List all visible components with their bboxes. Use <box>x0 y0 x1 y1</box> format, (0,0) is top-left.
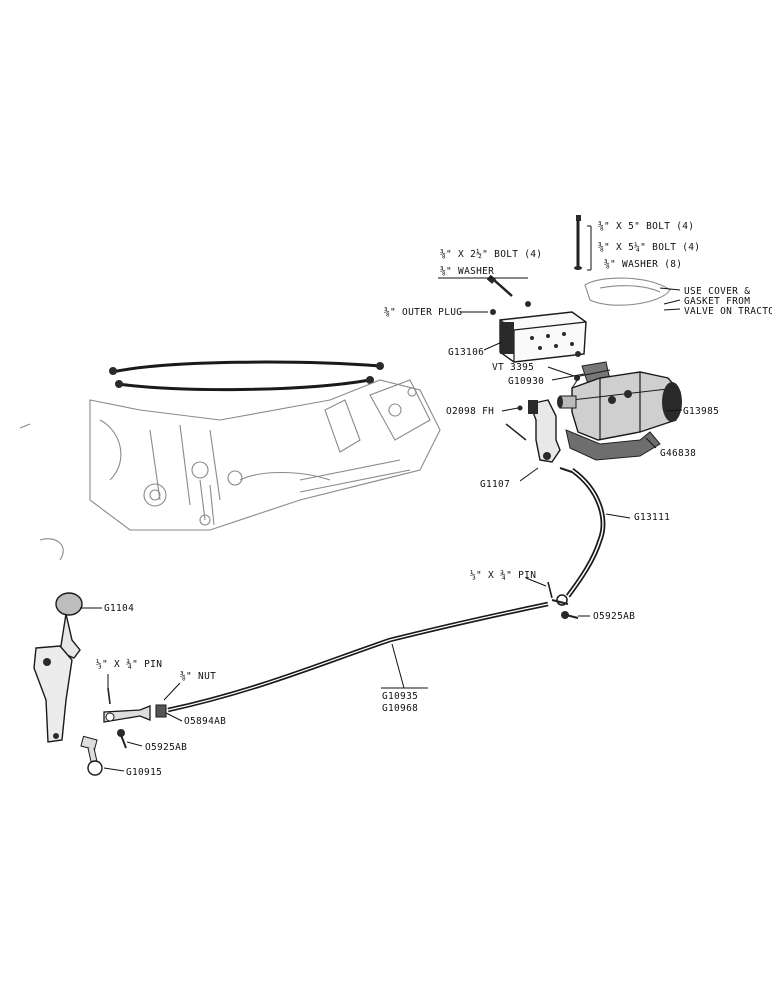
valve-body-g13106 <box>490 309 587 381</box>
leader-lines <box>80 287 683 772</box>
hand-lever-g1104 <box>33 592 83 743</box>
label-bolt-5-25: ⅜" X 5¼" BOLT (4) <box>598 242 700 253</box>
connecting-rod-g10935 <box>167 601 549 713</box>
short-bolt-assembly <box>438 274 531 307</box>
label-bolt-2-5: ⅜" X 2½" BOLT (4) <box>440 249 542 260</box>
pin-left <box>107 687 111 705</box>
bolt-o5925ab-right <box>561 611 579 619</box>
label-use-cover-2: GASKET FROM <box>684 296 750 307</box>
label-use-cover-3: VALVE ON TRACTOR <box>684 306 772 317</box>
pump-g13985 <box>557 369 682 441</box>
label-o5925ab-right: O5925AB <box>593 611 635 622</box>
label-o2098fh: O2098 FH <box>446 406 494 417</box>
label-pin-left: ⅓" X ¾" PIN <box>96 659 162 670</box>
nut <box>155 704 167 718</box>
rod-g13111 <box>551 467 606 606</box>
part-labels: ⅜" X 5" BOLT (4) ⅜" X 5¼" BOLT (4) ⅜" WA… <box>96 221 772 778</box>
tractor-assembly-background <box>19 360 441 561</box>
label-o5894ab: O5894AB <box>184 716 226 727</box>
label-bolt-5: ⅜" X 5" BOLT (4) <box>598 221 694 232</box>
lever-arm-g1107 <box>528 399 561 463</box>
pin-right <box>547 581 553 599</box>
long-bolt-assembly <box>574 215 671 306</box>
label-g10968: G10968 <box>382 703 418 714</box>
cotter-02098fh <box>505 405 527 441</box>
label-g10935: G10935 <box>382 691 418 702</box>
label-vt3395: VT 3395 <box>492 362 534 373</box>
label-g10915: G10915 <box>126 767 162 778</box>
gasket-g46838 <box>565 429 661 461</box>
clevis-o5894ab <box>103 705 151 723</box>
label-g13106: G13106 <box>448 347 484 358</box>
label-g1107: G1107 <box>480 479 510 490</box>
label-outer-plug: ⅜" OUTER PLUG <box>384 307 462 318</box>
label-o5925ab-left: O5925AB <box>145 742 187 753</box>
bolt-o5925ab-left <box>117 729 127 749</box>
label-g1104: G1104 <box>104 603 134 614</box>
label-g13985: G13985 <box>683 406 719 417</box>
label-g13111: G13111 <box>634 512 670 523</box>
label-pin-right: ⅓" X ¾" PIN <box>470 570 536 581</box>
label-nut: ⅜" NUT <box>180 671 216 682</box>
label-washer-8: ⅜" WASHER (8) <box>604 259 682 270</box>
bolt-g10915 <box>80 735 103 776</box>
label-g10930: G10930 <box>508 376 544 387</box>
label-use-cover-1: USE COVER & <box>684 286 750 297</box>
label-washer-left: ⅜" WASHER <box>440 266 494 277</box>
label-g46838: G46838 <box>660 448 696 459</box>
